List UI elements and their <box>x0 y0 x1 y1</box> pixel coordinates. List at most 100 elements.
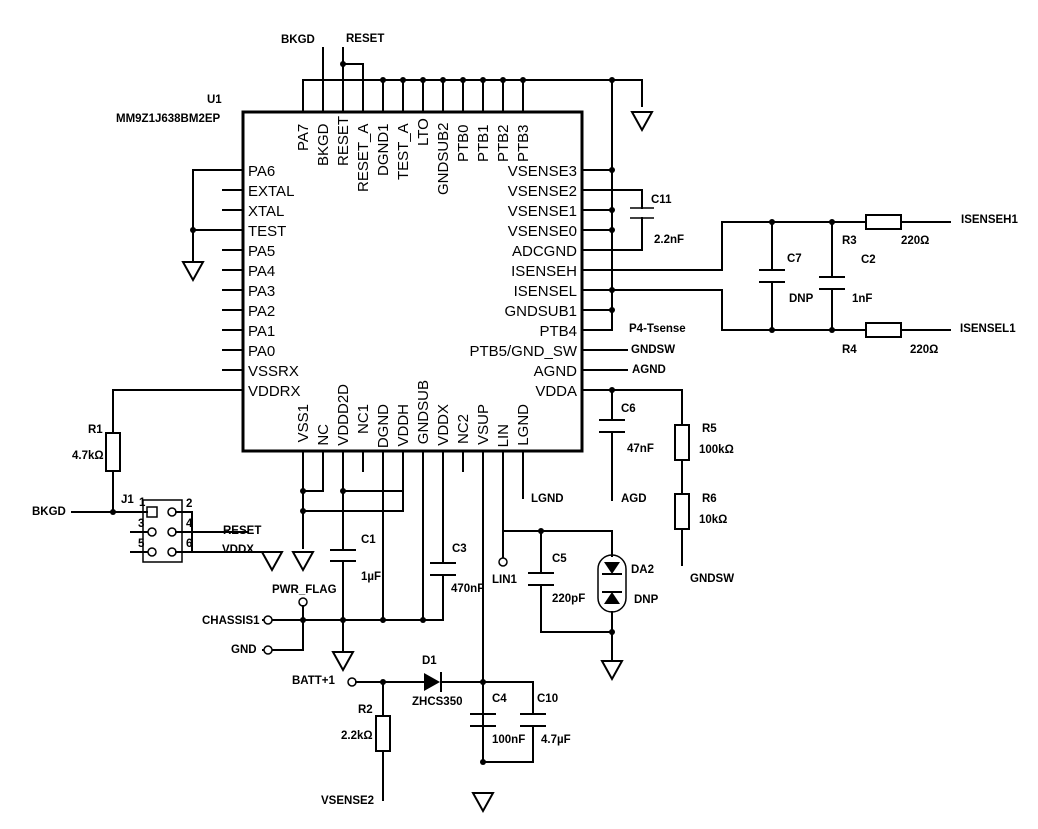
bottom-wiring <box>291 450 624 763</box>
net-agnd: AGND <box>632 364 666 376</box>
c10-ref: C10 <box>537 693 558 705</box>
pin-vsense3: VSENSE3 <box>508 163 577 180</box>
net-reset-j1: RESET <box>223 525 261 537</box>
pin-pa6: PA6 <box>248 163 275 180</box>
pin-pa2: PA2 <box>248 303 275 320</box>
r6-ref: R6 <box>702 493 717 505</box>
pin-vsense0: VSENSE0 <box>508 223 577 240</box>
c11-capacitor: C11 2.2nF <box>630 194 684 246</box>
r1-resistor: R1 4.7kΩ <box>72 424 121 472</box>
net-isenseh1: ISENSEH1 <box>961 214 1018 226</box>
pin-vddd2d: VDDD2D <box>335 384 352 446</box>
c3-ref: C3 <box>452 543 467 555</box>
pin-vssrx: VSSRX <box>248 363 299 380</box>
net-lin1: LIN1 <box>492 574 518 586</box>
pin-ptb3: PTB3 <box>515 124 532 162</box>
pin-nc1: NC1 <box>355 404 372 434</box>
j1-ref: J1 <box>121 494 134 506</box>
j1-connector: J1 1 2 3 4 5 6 <box>71 494 284 573</box>
d1-ref: D1 <box>422 655 437 667</box>
pin-reset: RESET <box>335 116 352 166</box>
pin-adcgnd: ADCGND <box>512 243 577 260</box>
j1-pin-2: 2 <box>186 498 192 510</box>
u1-right-pins: VSENSE3 VSENSE2 VSENSE1 VSENSE0 ADCGND I… <box>469 163 577 400</box>
pin-vsense2: VSENSE2 <box>508 183 577 200</box>
r3-resistor: R3 220Ω <box>842 214 929 247</box>
pin-gndsub2: GNDSUB2 <box>435 122 452 195</box>
c2-value: 1nF <box>852 293 872 305</box>
net-vddx-j1: VDDX <box>222 544 254 556</box>
pin-ptb4: PTB4 <box>539 323 577 340</box>
pin-pa4: PA4 <box>248 263 275 280</box>
pin-gndsub: GNDSUB <box>415 380 432 444</box>
j1-pin-5: 5 <box>138 538 145 550</box>
r4-resistor: R4 220Ω <box>842 322 938 356</box>
net-pwr-flag: PWR_FLAG <box>272 584 337 596</box>
net-vsense2: VSENSE2 <box>321 795 374 807</box>
r3-value: 220Ω <box>901 235 929 247</box>
c10-value: 4.7µF <box>541 734 571 746</box>
r2-ref: R2 <box>358 704 373 716</box>
top-junctions <box>340 61 615 83</box>
pin-pa1: PA1 <box>248 323 275 340</box>
net-gnd: GND <box>231 644 257 656</box>
c11-value: 2.2nF <box>654 234 684 246</box>
pin-vdda: VDDA <box>535 383 577 400</box>
u1-body <box>241 110 584 453</box>
pin-extal: EXTAL <box>248 183 294 200</box>
top-wiring <box>302 47 654 331</box>
r5-resistor: R5 100kΩ <box>674 423 734 461</box>
lin1-testpoint <box>498 557 508 567</box>
pin-isenseh: ISENSEH <box>511 263 577 280</box>
pin-lto: LTO <box>415 118 432 146</box>
pin-dgnd1: DGND1 <box>375 123 392 176</box>
u1-part: MM9Z1J638BM2EP <box>116 113 221 125</box>
pin-vddrx: VDDRX <box>248 383 301 400</box>
net-batt: BATT+1 <box>292 675 336 687</box>
u1-left-pins: PA6 EXTAL XTAL TEST PA5 PA4 PA3 PA2 PA1 … <box>248 163 301 400</box>
da2-value: DNP <box>634 594 659 606</box>
pin-nc2: NC2 <box>455 414 472 444</box>
r4-value: 220Ω <box>910 344 938 356</box>
battery-input <box>347 672 546 814</box>
c7-capacitor: C7 DNP <box>759 253 814 305</box>
pin-ptb1: PTB1 <box>475 124 492 162</box>
right-wiring <box>581 167 951 566</box>
pin-ptb5-gnd-sw: PTB5/GND_SW <box>469 343 577 360</box>
pin-test-a: TEST_A <box>395 123 412 180</box>
da2-tvs-diode: DA2 DNP <box>597 554 659 613</box>
pin-vss1: VSS1 <box>295 404 312 442</box>
r3-ref: R3 <box>842 235 857 247</box>
r5-value: 100kΩ <box>699 444 734 456</box>
pin-dgnd: DGND <box>375 404 392 448</box>
pin-test: TEST <box>248 223 286 240</box>
pin-pa5: PA5 <box>248 243 275 260</box>
c2-capacitor: C2 1nF <box>819 254 876 305</box>
r6-value: 10kΩ <box>699 514 727 526</box>
net-gndsw: GNDSW <box>631 344 675 356</box>
pin-vddh: VDDH <box>395 404 412 447</box>
c5-value: 220pF <box>552 593 585 605</box>
r1-ref: R1 <box>88 424 103 436</box>
pin-vddx: VDDX <box>435 404 452 446</box>
net-agd: AGD <box>621 493 647 505</box>
pin-ptb0: PTB0 <box>455 124 472 162</box>
pin-lin: LIN <box>495 424 512 447</box>
j1-pin-3: 3 <box>138 518 144 530</box>
net-reset-top: RESET <box>346 33 384 45</box>
power-flag-group <box>262 597 308 655</box>
pin-xtal: XTAL <box>248 203 284 220</box>
j1-pin-4: 4 <box>186 518 193 530</box>
r1-value: 4.7kΩ <box>72 450 104 462</box>
net-bkgd-top: BKGD <box>281 34 315 46</box>
pin-gndsub1: GNDSUB1 <box>504 303 577 320</box>
u1-top-pins: PA7 BKGD RESET RESET_A DGND1 TEST_A LTO … <box>295 116 532 195</box>
pin-pa0: PA0 <box>248 343 275 360</box>
net-ptb4: P4-Tsense <box>629 323 686 335</box>
net-bkgd-left: BKGD <box>32 506 66 518</box>
pin-pa3: PA3 <box>248 283 275 300</box>
net-chassis1: CHASSIS1 <box>202 615 260 627</box>
r6-resistor: R6 10kΩ GNDSW <box>674 493 734 585</box>
c5-ref: C5 <box>552 553 567 565</box>
